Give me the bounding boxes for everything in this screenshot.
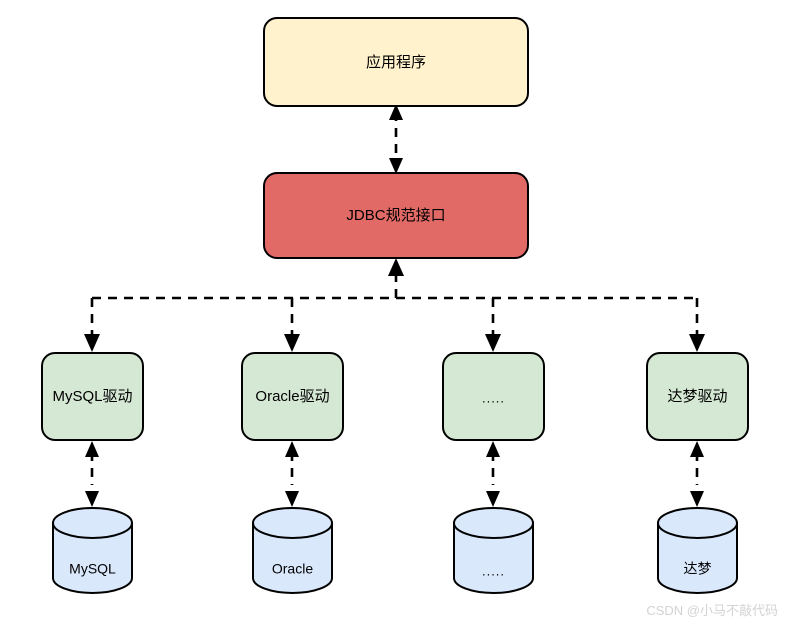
jdbc-spec-box[interactable] (263, 172, 529, 259)
connector-oracle-driver-db (285, 441, 299, 507)
node-other-driver[interactable]: ..... (442, 352, 545, 441)
dameng-driver-box[interactable] (646, 352, 749, 441)
other-db-body[interactable] (453, 522, 534, 594)
other-driver-label: ..... (482, 390, 505, 405)
node-oracle-db[interactable]: Oracle (252, 507, 333, 594)
oracle-driver-box[interactable] (241, 352, 344, 441)
mysql-driver-label: MySQL驱动 (52, 388, 132, 405)
other-driver-box[interactable] (442, 352, 545, 441)
oracle-db-label: Oracle (272, 561, 313, 577)
oracle-db-top[interactable] (252, 507, 333, 539)
node-dameng-driver[interactable]: 达梦驱动 (646, 352, 749, 441)
dameng-db-body[interactable] (657, 522, 738, 594)
connector-jdbc-bus (388, 258, 404, 298)
connector-bus-dameng-driver (689, 298, 705, 352)
csdn-watermark: CSDN @小马不敲代码 (646, 603, 778, 618)
dameng-db-top[interactable] (657, 507, 738, 539)
application-box[interactable] (263, 17, 529, 107)
connector-bus-other-driver (485, 298, 501, 352)
mysql-db-top[interactable] (52, 507, 133, 539)
connector-bus-oracle-driver (284, 298, 300, 352)
connector-dameng-driver-db (690, 441, 704, 507)
connector-app-jdbc (389, 104, 403, 174)
mysql-db-body[interactable] (52, 522, 133, 594)
dameng-driver-label: 达梦驱动 (667, 388, 727, 405)
oracle-db-body[interactable] (252, 522, 333, 594)
jdbc-spec-label: JDBC规范接口 (346, 207, 445, 224)
node-application[interactable]: 应用程序 (263, 17, 529, 107)
mysql-db-label: MySQL (69, 561, 116, 577)
node-mysql-db[interactable]: MySQL (52, 507, 133, 594)
node-oracle-driver[interactable]: Oracle驱动 (241, 352, 344, 441)
application-label: 应用程序 (366, 53, 426, 71)
connector-mysql-driver-db (85, 441, 99, 507)
node-mysql-driver[interactable]: MySQL驱动 (41, 352, 144, 441)
connector-other-driver-db (486, 441, 500, 507)
oracle-driver-label: Oracle驱动 (255, 388, 329, 405)
other-db-top[interactable] (453, 507, 534, 539)
other-db-label: ..... (482, 563, 505, 578)
node-dameng-db[interactable]: 达梦 (657, 507, 738, 594)
connector-bus-mysql-driver (84, 298, 100, 352)
node-jdbc-spec[interactable]: JDBC规范接口 (263, 172, 529, 259)
dameng-db-label: 达梦 (684, 561, 712, 577)
node-other-db[interactable]: ..... (453, 507, 534, 594)
mysql-driver-box[interactable] (41, 352, 144, 441)
